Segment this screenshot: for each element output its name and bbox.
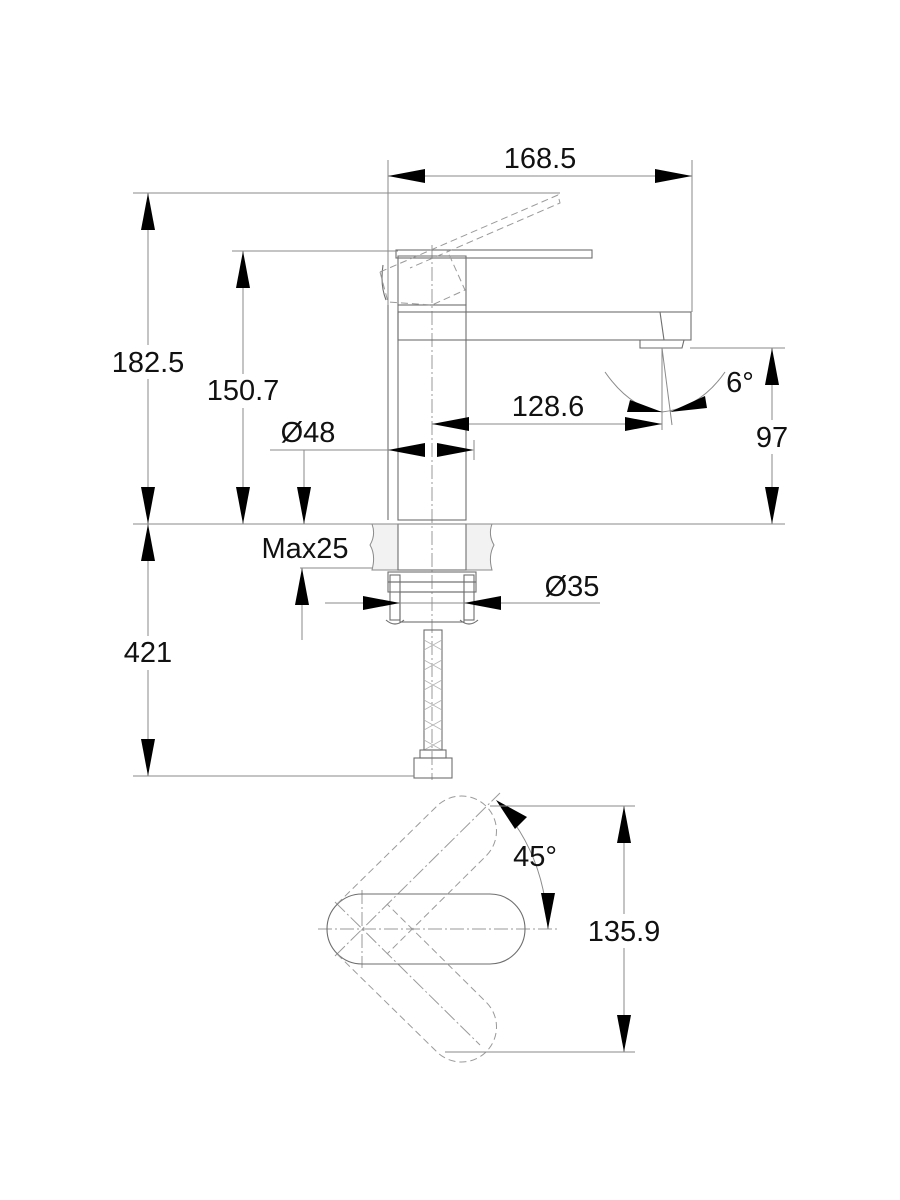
jet-angled	[661, 347, 673, 426]
dim-label-97: 97	[756, 422, 788, 454]
dim-spout-angle: 6°	[627, 367, 754, 412]
dim-label-182-5: 182.5	[112, 347, 185, 379]
dim-label-max25: Max25	[261, 533, 348, 565]
dim-body-height: 150.7	[200, 251, 286, 524]
dim-below-counter: 421	[115, 524, 181, 776]
dim-overall-depth: 168.5	[388, 143, 692, 183]
plan-centerline-diag-up	[334, 792, 501, 957]
plan-centerline-diag-down	[334, 901, 481, 1046]
dim-label-150-7: 150.7	[207, 375, 280, 407]
handle-plan-closed	[326, 893, 526, 965]
dim-label-168-5: 168.5	[504, 143, 577, 175]
mounting-nut	[385, 571, 479, 625]
handle-plan-rotated-down	[336, 903, 497, 1063]
handle-closed	[381, 249, 593, 306]
handle-plan-rotated-up	[336, 795, 497, 955]
dim-label-128-6: 128.6	[512, 391, 585, 423]
dim-label-dia35: Ø35	[545, 571, 600, 603]
dim-overall-height: 182.5	[105, 193, 191, 524]
tap-top-view	[318, 792, 560, 1063]
dim-mount-hole: Ø35	[363, 571, 599, 610]
dim-handle-sweep: 135.9	[585, 806, 665, 1052]
angle-arc	[604, 371, 726, 413]
dim-body-diameter: Ø48	[281, 417, 474, 524]
braided-hose	[413, 629, 453, 779]
dim-handle-rotation: 45°	[445, 800, 635, 1053]
tap-side-view	[133, 160, 785, 780]
spout	[397, 311, 692, 349]
dim-label-135-9: 135.9	[588, 916, 661, 948]
dim-label-6deg: 6°	[726, 367, 754, 399]
dim-label-421: 421	[124, 637, 172, 669]
dim-max-counter: Max25	[261, 533, 349, 640]
dim-spout-reach: 128.6	[432, 391, 662, 431]
handle-open-dashed	[379, 194, 561, 306]
dim-label-45deg: 45°	[513, 841, 557, 873]
dim-spout-clearance: 97	[745, 348, 801, 524]
dim-label-dia48: Ø48	[281, 417, 336, 449]
